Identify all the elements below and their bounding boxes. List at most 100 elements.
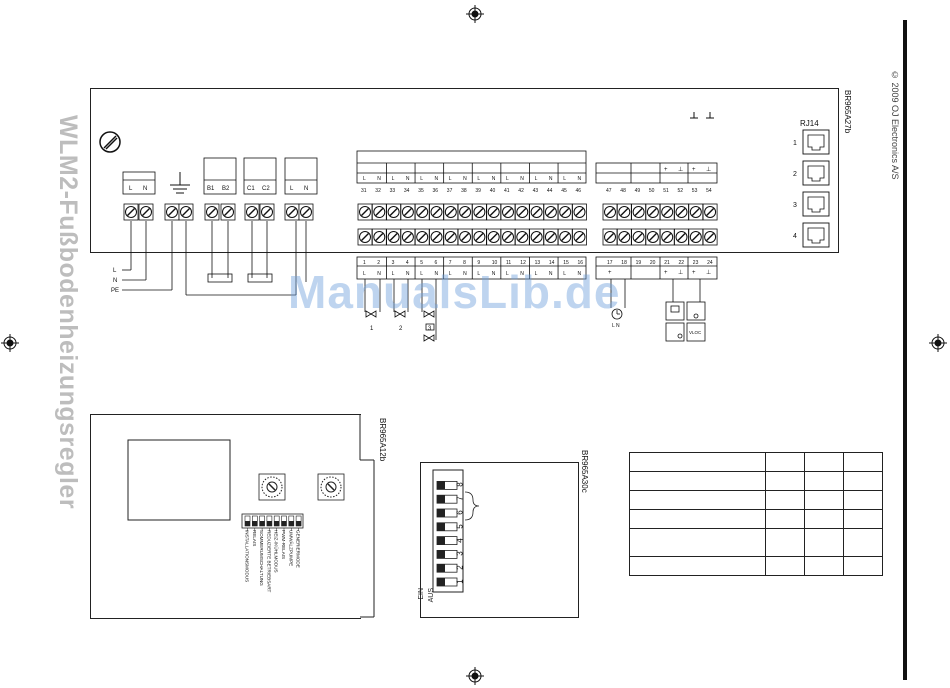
svg-text:L: L [420,176,423,182]
page-edge-bar [903,20,907,680]
svg-text:4: 4 [793,233,797,240]
dip-switch-number: 8 [455,482,465,488]
right-top-number: 50 [649,188,655,194]
top-terminal-number: 32 [375,188,381,194]
svg-text:L: L [477,271,480,277]
power-screw-1 [123,203,139,221]
module-dip-label: INSTALLATIONSMODUS [244,530,250,583]
bottom-terminal-screw-15 [557,228,573,246]
top-terminal-screw-43 [529,203,544,221]
svg-text:⊥: ⊥ [678,166,683,173]
svg-text:N: N [435,271,439,277]
svg-text:⊥: ⊥ [706,166,711,173]
svg-text:L: L [420,271,423,277]
external-sensor-icon [665,322,685,342]
bottom-terminal-number: 16 [578,260,584,266]
pt-label-c1: C1 [247,186,255,192]
top-terminal-number: 36 [433,188,439,194]
rotary-switch-1 [258,473,286,501]
svg-text:+: + [692,167,696,173]
main-diagram-ref: BR965A27b [843,90,852,134]
bottom-terminal-number: 1 [363,260,366,266]
top-terminal-screw-36 [429,203,444,221]
right-bottom-screw-24 [702,228,718,246]
bottom-terminal-number: 2 [377,260,380,266]
floor-sensor-icon [686,301,706,321]
bottom-terminal-number: 10 [492,260,498,266]
bottom-terminal-screw-11 [500,228,516,246]
power-screw-3 [164,203,180,221]
bottom-terminal-screw-12 [514,228,530,246]
right-top-number: 52 [678,188,684,194]
right-top-screw-54 [702,203,718,221]
right-top-screw-50 [645,203,661,221]
power-screw-2 [138,203,154,221]
svg-text:⊥: ⊥ [706,269,711,276]
supply-label-pe: PE [111,288,119,294]
copyright-text: © 2009 OJ Electronics A/S [890,70,900,180]
bottom-terminal-screw-14 [543,228,559,246]
svg-text:L: L [392,271,395,277]
right-bottom-number: 21 [664,260,670,266]
module-dip-label: UMWÄLZPUMPE [288,530,294,567]
svg-text:⊥: ⊥ [678,269,683,276]
svg-text:N: N [520,271,524,277]
brace-icon [464,491,480,521]
right-bottom-number: 17 [607,260,613,266]
dip-switch-1 [436,577,458,587]
main-controller-box [90,88,839,253]
right-top-screw-52 [674,203,689,221]
rj14-port-3: 3 [793,191,830,217]
top-terminal-screw-40 [486,203,502,221]
display-window [127,439,231,521]
top-terminal-screw-33 [386,203,402,221]
right-bottom-screw-22 [674,228,689,246]
module-dip-label: REDUZIERTE BETRIEBSART [266,530,272,593]
vloc-label: VLOC [689,330,702,335]
power-screw-8 [259,203,275,221]
right-top-screw-49 [631,203,646,221]
valve-label-1: 1 [370,326,374,332]
right-bottom-screw-20 [645,228,661,246]
svg-text:N: N [435,176,439,182]
right-bottom-screw-21 [659,228,675,246]
pt-label-c2: C2 [262,186,270,192]
dip-switch-number: 2 [455,565,465,570]
bottom-terminal-number: 9 [477,260,480,266]
bottom-terminal-number: 4 [406,260,409,266]
top-terminal-number: 34 [404,188,410,194]
top-terminal-screw-44 [543,203,559,221]
top-terminal-number: 35 [418,188,424,194]
bottom-terminal-screw-13 [529,228,544,246]
right-bottom-number: 22 [679,260,685,266]
top-terminal-screw-32 [371,203,387,221]
module-dip-label: PWM-RELAIS [281,530,286,560]
top-terminal-screw-42 [514,203,530,221]
valve-3b-icon [423,334,435,342]
dip-switch-6 [436,508,458,518]
bottom-terminal-number: 15 [563,260,569,266]
module-dip-label: HEIZ-/KÜHLMODUS [273,530,279,573]
svg-text:L: L [563,176,566,182]
svg-text:L: L [535,271,538,277]
dip-off-label: AUS [428,588,435,603]
dip-switch-number: 6 [455,510,465,515]
dip-switch-number: 3 [455,551,465,557]
bottom-terminal-screw-16 [572,228,587,246]
bottom-terminal-screw-1 [357,228,373,246]
svg-text:N: N [549,176,553,182]
svg-text:L: L [449,176,452,182]
rj14-label: RJ14 [800,119,819,128]
top-terminal-number: 37 [447,188,453,194]
dip-switch-4 [436,536,458,545]
svg-text:2: 2 [793,171,797,178]
bottom-terminal-screw-4 [400,228,416,246]
rotary-switch-2 [317,473,345,501]
top-terminal-number: 45 [561,188,567,194]
svg-text:N: N [377,176,381,182]
supply-label-l: L [113,268,117,274]
bottom-terminal-screw-10 [486,228,502,246]
svg-text:N: N [520,176,524,182]
module-dip-label: SOMMERUMSCHALTUNG [259,530,265,586]
